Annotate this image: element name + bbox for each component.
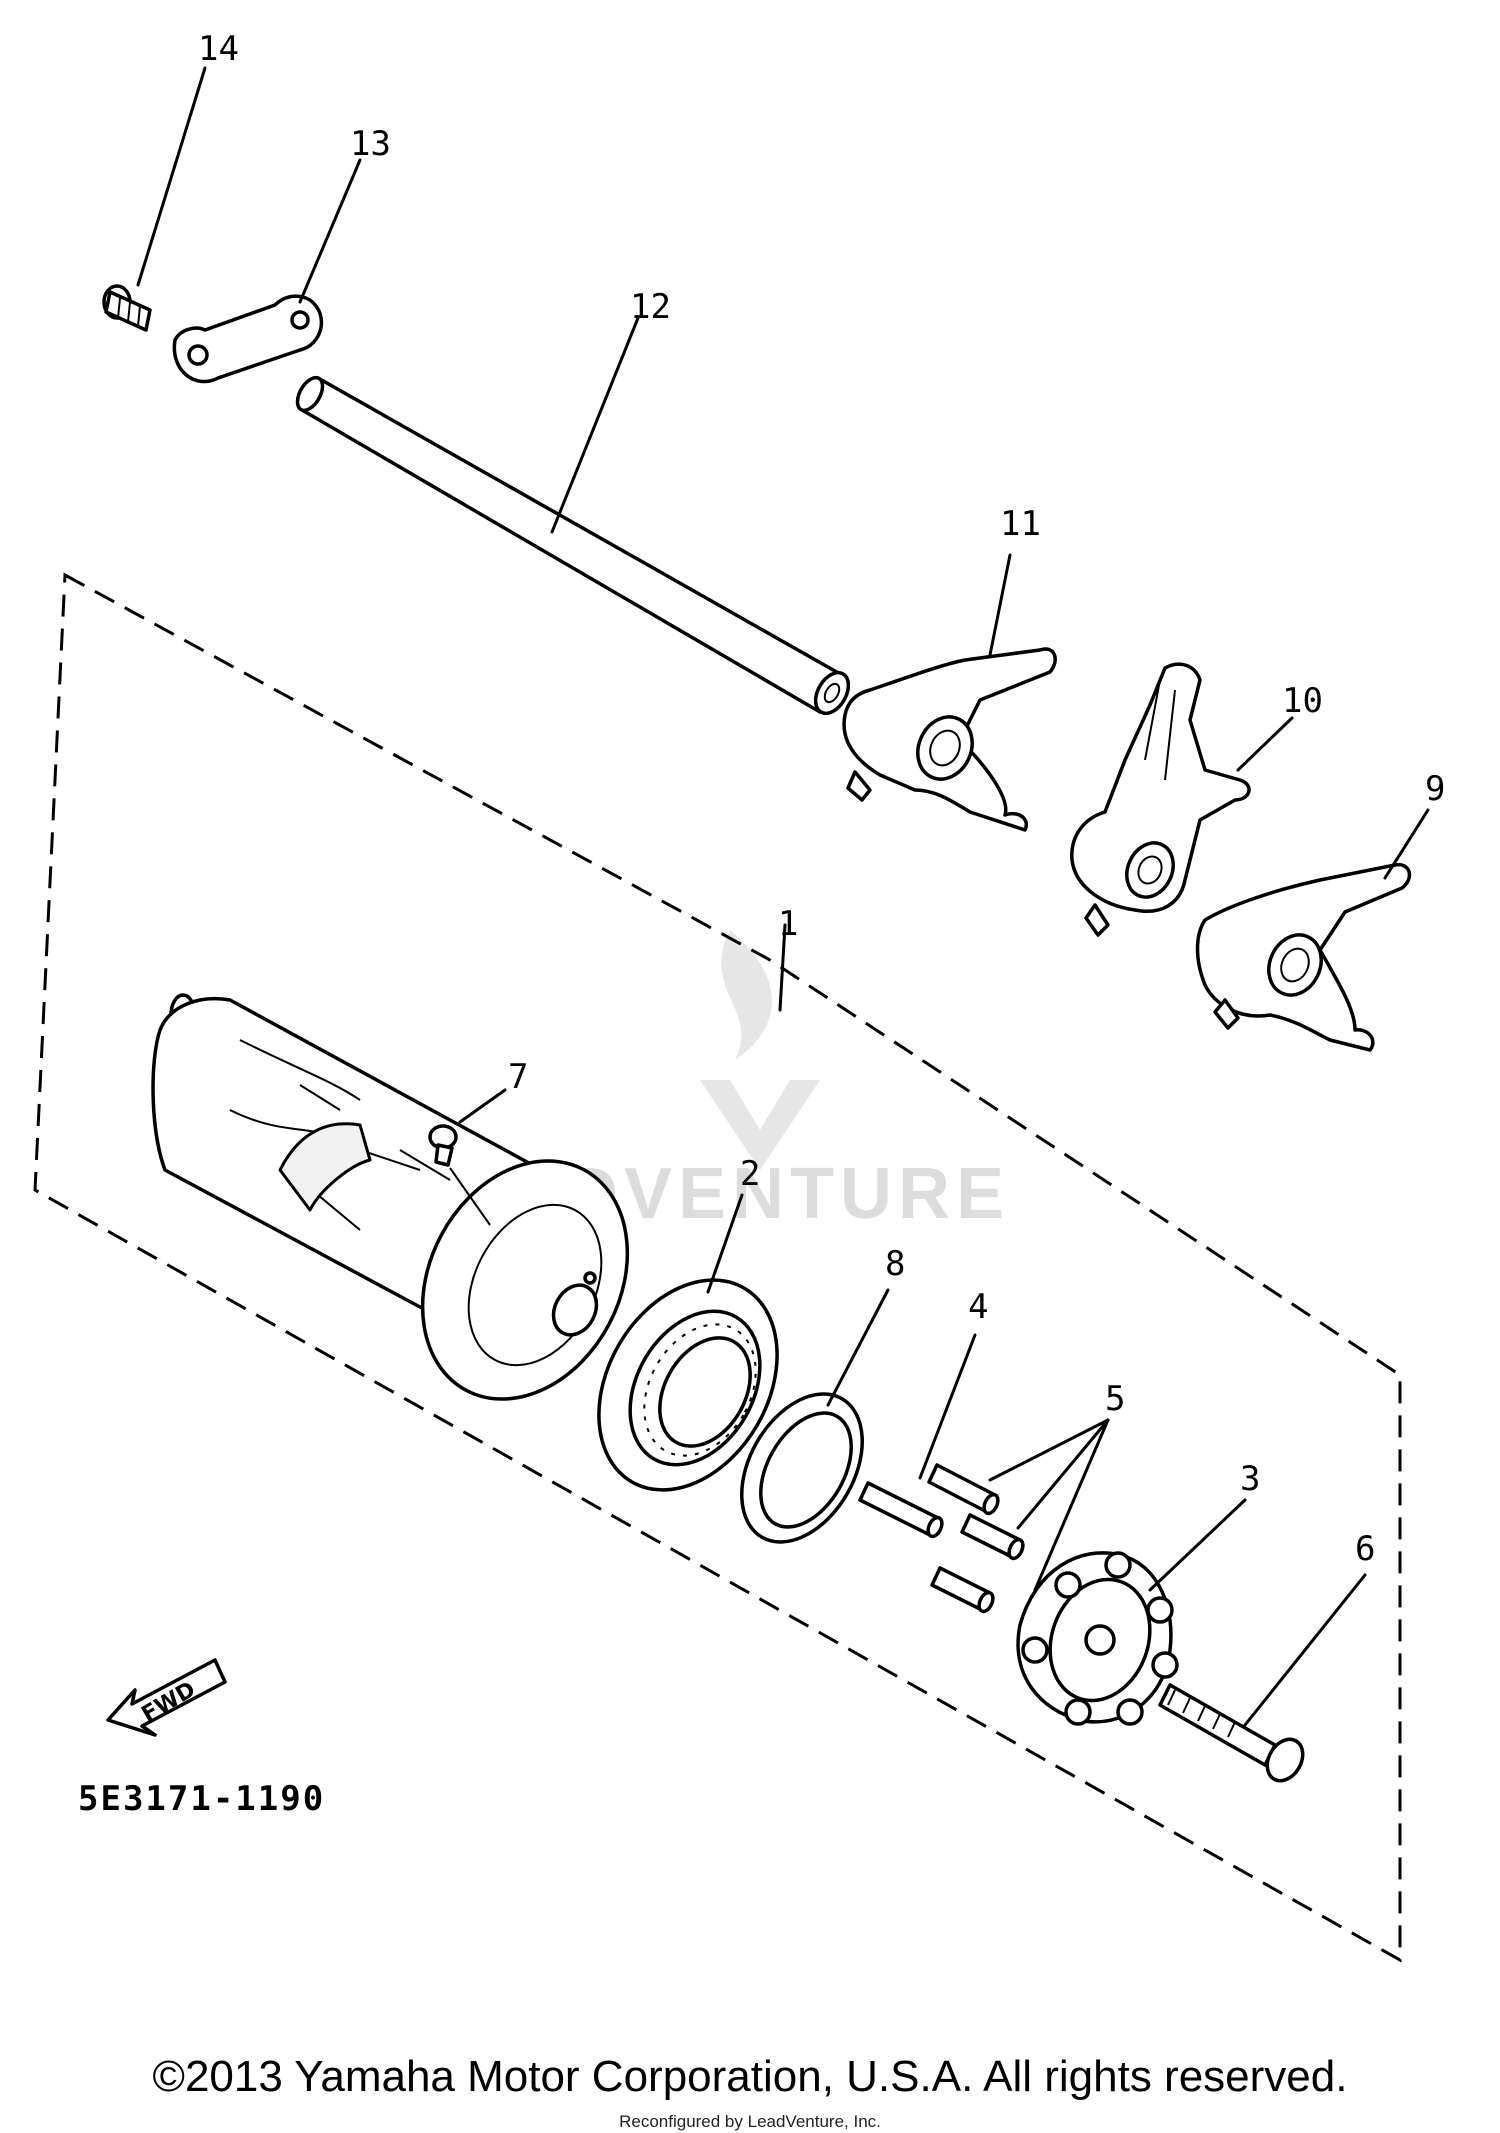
leader-2 xyxy=(706,1193,744,1294)
callout-7: 7 xyxy=(508,1057,528,1097)
callout-6: 6 xyxy=(1355,1529,1375,1569)
leader-6 xyxy=(1243,1573,1367,1727)
leader-10 xyxy=(1236,716,1294,772)
part-11-shift-fork xyxy=(842,647,1057,832)
leader-5 xyxy=(988,1418,1110,1592)
callout-13: 13 xyxy=(350,124,391,164)
callout-3: 3 xyxy=(1240,1459,1260,1499)
part-8-ring xyxy=(740,1392,864,1544)
callout-8: 8 xyxy=(885,1244,905,1284)
part-6-bolt xyxy=(1158,1683,1305,1783)
leader-7b xyxy=(449,1167,491,1226)
callout-11: 11 xyxy=(1000,504,1041,544)
leader-13 xyxy=(298,158,362,304)
leader-9 xyxy=(1383,808,1430,880)
part-1-shift-cam xyxy=(151,993,630,1401)
part-3-segment xyxy=(1016,1551,1179,1726)
callout-12: 12 xyxy=(630,287,671,327)
diagram-code: 5E3171-1190 xyxy=(78,1779,325,1819)
callout-2: 2 xyxy=(740,1154,760,1194)
callout-14: 14 xyxy=(198,29,239,69)
leader-12 xyxy=(550,316,640,534)
leader-11 xyxy=(988,553,1012,657)
part-14-bolt xyxy=(102,284,152,332)
leader-7 xyxy=(458,1088,507,1124)
part-2-bearing xyxy=(597,1278,779,1492)
leader-14 xyxy=(136,66,207,287)
copyright-notice: ©2013 Yamaha Motor Corporation, U.S.A. A… xyxy=(152,2052,1348,2101)
part-5-pins xyxy=(927,1463,1025,1614)
callout-1: 1 xyxy=(778,904,798,944)
callout-4: 4 xyxy=(968,1287,988,1327)
part-13-stopper-plate xyxy=(172,294,324,384)
credit-line: Reconfigured by LeadVenture, Inc. xyxy=(619,2112,881,2131)
callout-10: 10 xyxy=(1282,681,1323,721)
leader-8 xyxy=(826,1288,890,1407)
leader-3 xyxy=(1148,1498,1247,1592)
part-4-dowel-pin xyxy=(858,1481,944,1539)
assembly-outline xyxy=(33,572,1402,1963)
fwd-arrow-icon: FWD xyxy=(106,1658,227,1737)
part-7-screw xyxy=(428,1124,458,1167)
part-10-shift-fork xyxy=(1070,662,1251,937)
leader-1 xyxy=(778,923,787,1012)
part-12-guide-bar xyxy=(295,375,851,716)
leader-4 xyxy=(918,1333,977,1480)
callout-5: 5 xyxy=(1105,1379,1125,1419)
part-9-shift-fork xyxy=(1195,862,1412,1052)
callout-9: 9 xyxy=(1425,769,1445,809)
